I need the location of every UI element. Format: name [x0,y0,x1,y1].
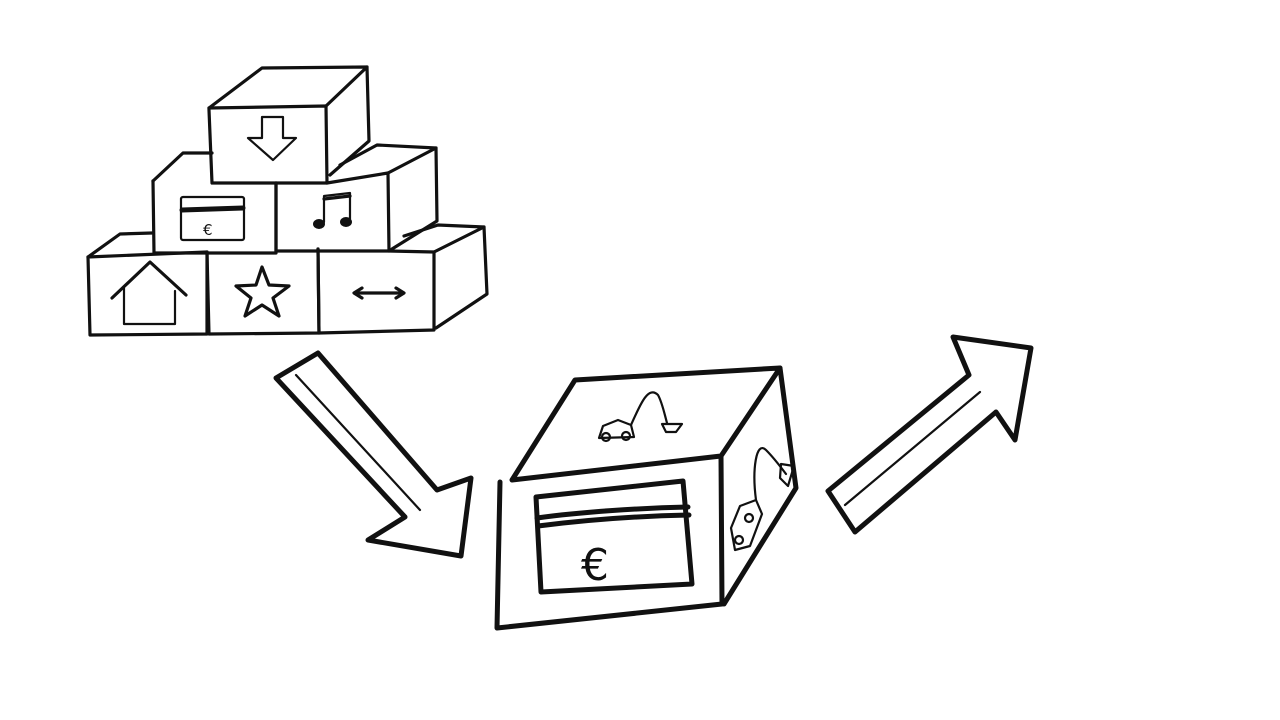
box-pile: € [86,65,489,337]
pile-box-house [86,231,209,337]
house-icon [110,260,188,326]
pile-box-music [274,143,439,253]
pile-box-card: € [151,151,278,255]
card-euro-symbol: € [581,540,609,591]
pile-box-star [205,247,321,336]
pile-box-download [207,65,371,185]
credit-card-euro-icon: € [179,195,246,242]
credit-card-euro-icon: € [533,478,695,595]
vacuum-cleaner-icon [597,391,684,443]
star-icon [234,265,291,318]
arrow-in-icon [273,350,474,559]
arrow-out-icon [825,334,1034,535]
music-note-icon [313,191,352,229]
highlighted-box: € [494,365,799,631]
card-euro-symbol: € [203,221,213,239]
pile-box-double-arrow [316,223,489,335]
download-arrow-icon [246,115,298,162]
double-arrow-icon [352,286,406,300]
vacuum-cleaner-side-icon [729,446,796,552]
